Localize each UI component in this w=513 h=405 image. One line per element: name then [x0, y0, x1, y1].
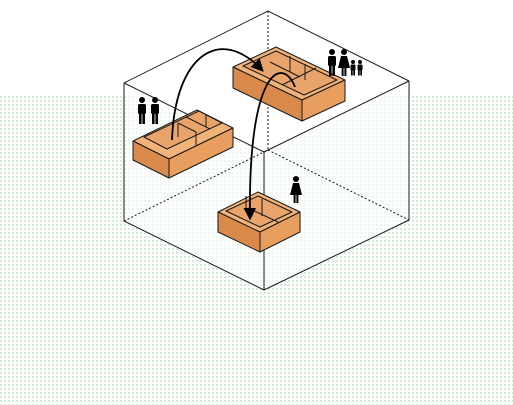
arrow-icon [171, 48, 296, 221]
unit-single [217, 191, 301, 253]
box-right-face [264, 81, 409, 290]
unit-couple [132, 109, 234, 179]
